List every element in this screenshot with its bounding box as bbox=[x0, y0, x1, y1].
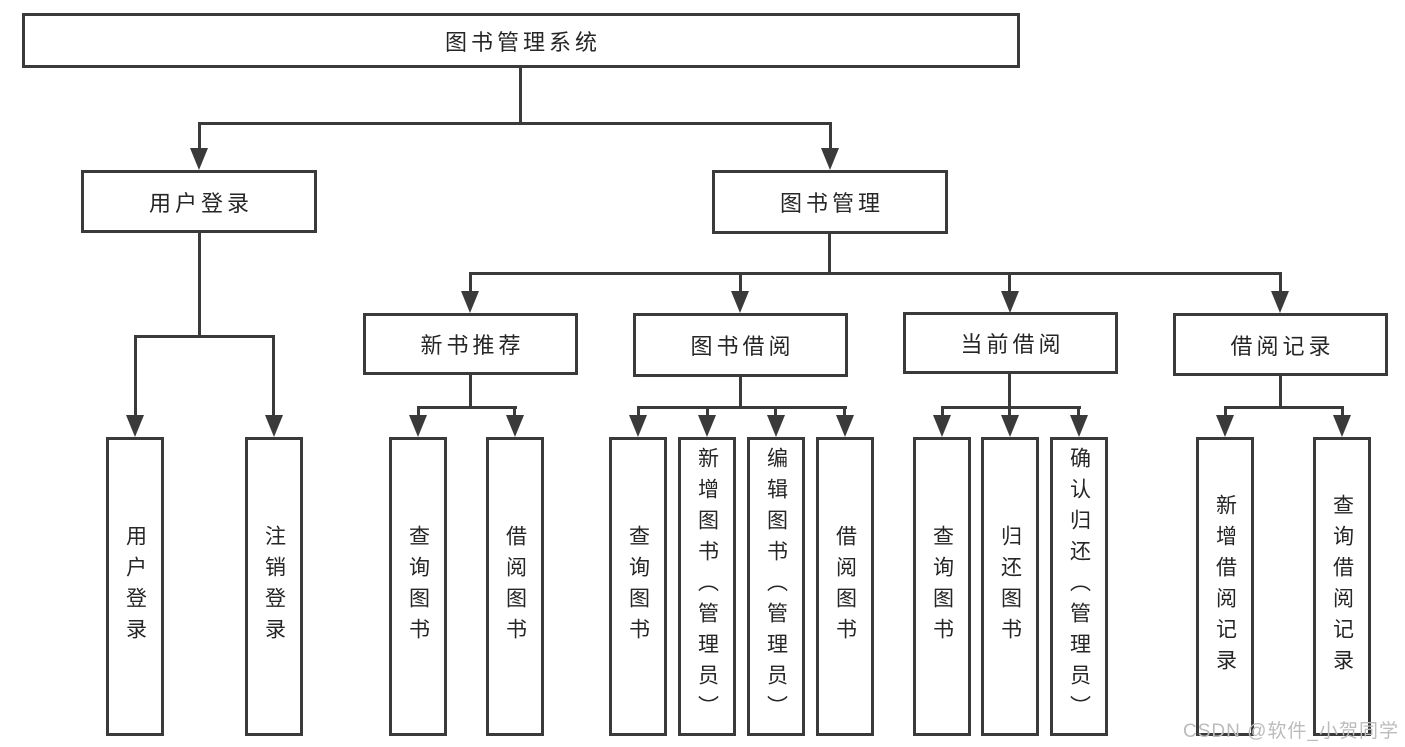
arrowhead-icon bbox=[629, 415, 647, 437]
connector-line-v bbox=[513, 406, 516, 418]
connector-line-v bbox=[198, 233, 201, 335]
arrowhead-icon bbox=[1333, 415, 1351, 437]
connector-line-v bbox=[843, 406, 846, 418]
node-user-login: 用户登录 bbox=[81, 170, 317, 233]
node-book-management: 图书管理 bbox=[712, 170, 948, 234]
arrowhead-icon bbox=[506, 415, 524, 437]
connector-line-v bbox=[1224, 406, 1227, 418]
watermark: CSDN @软件_小贺同学 bbox=[1183, 721, 1399, 742]
node-new-book-recommend: 新书推荐 bbox=[363, 313, 578, 375]
arrowhead-icon bbox=[1001, 415, 1019, 437]
arrowhead-icon bbox=[1271, 291, 1289, 313]
connector-line-v bbox=[1008, 272, 1011, 293]
leaf-add-borrow-record: 新增借阅记录 bbox=[1196, 437, 1254, 736]
arrowhead-icon bbox=[1216, 415, 1234, 437]
arrowhead-icon bbox=[1070, 415, 1088, 437]
leaf-borrow-books-recommend: 借阅图书 bbox=[486, 437, 544, 736]
node-root: 图书管理系统 bbox=[22, 13, 1020, 68]
connector-line-v bbox=[272, 335, 275, 417]
connector-line-v bbox=[829, 122, 832, 152]
connector-line-v bbox=[706, 406, 709, 418]
connector-line-v bbox=[519, 68, 522, 122]
leaf-borrow-books: 借阅图书 bbox=[816, 437, 874, 736]
connector-line-v bbox=[739, 272, 742, 293]
arrowhead-icon bbox=[731, 291, 749, 313]
arrowhead-icon bbox=[1001, 291, 1019, 313]
leaf-add-books-admin: 新增图书（管理员） bbox=[678, 437, 736, 736]
connector-line-v bbox=[1008, 406, 1011, 418]
connector-line-v bbox=[941, 406, 944, 418]
connector-line-v bbox=[828, 234, 831, 272]
connector-line-v bbox=[774, 406, 777, 418]
leaf-query-books: 查询图书 bbox=[609, 437, 667, 736]
arrowhead-icon bbox=[461, 291, 479, 313]
connector-line-v bbox=[469, 375, 472, 406]
arrowhead-icon bbox=[409, 415, 427, 437]
connector-line-h bbox=[198, 122, 831, 125]
arrowhead-icon bbox=[126, 415, 144, 437]
connector-line-v bbox=[637, 406, 640, 418]
node-book-borrow: 图书借阅 bbox=[633, 313, 848, 377]
node-borrow-records: 借阅记录 bbox=[1173, 313, 1388, 376]
arrowhead-icon bbox=[698, 415, 716, 437]
connector-line-h bbox=[637, 406, 847, 409]
arrowhead-icon bbox=[190, 148, 208, 170]
connector-line-v bbox=[1279, 272, 1282, 293]
connector-line-h bbox=[417, 406, 517, 409]
connector-line-v bbox=[1341, 406, 1344, 418]
arrowhead-icon bbox=[933, 415, 951, 437]
leaf-query-current: 查询图书 bbox=[913, 437, 971, 736]
leaf-logout: 注销登录 bbox=[245, 437, 303, 736]
connector-line-v bbox=[469, 272, 472, 293]
node-current-borrow: 当前借阅 bbox=[903, 312, 1118, 374]
arrowhead-icon bbox=[836, 415, 854, 437]
leaf-return-books: 归还图书 bbox=[981, 437, 1039, 736]
leaf-confirm-return-admin: 确认归还（管理员） bbox=[1050, 437, 1108, 736]
leaf-edit-books-admin: 编辑图书（管理员） bbox=[747, 437, 805, 736]
connector-line-h bbox=[469, 272, 1282, 275]
connector-line-v bbox=[1279, 376, 1282, 406]
connector-line-v bbox=[1077, 406, 1080, 418]
arrowhead-icon bbox=[821, 148, 839, 170]
connector-line-h bbox=[941, 406, 1081, 409]
connector-line-v bbox=[1008, 374, 1011, 406]
connector-line-h bbox=[134, 335, 275, 338]
connector-line-v bbox=[198, 122, 201, 152]
arrowhead-icon bbox=[767, 415, 785, 437]
leaf-query-borrow-record: 查询借阅记录 bbox=[1313, 437, 1371, 736]
connector-line-v bbox=[417, 406, 420, 418]
connector-line-h bbox=[1224, 406, 1344, 409]
leaf-user-login: 用户登录 bbox=[106, 437, 164, 736]
leaf-query-books-recommend: 查询图书 bbox=[389, 437, 447, 736]
arrowhead-icon bbox=[265, 415, 283, 437]
connector-line-v bbox=[739, 377, 742, 406]
connector-line-v bbox=[134, 335, 137, 417]
